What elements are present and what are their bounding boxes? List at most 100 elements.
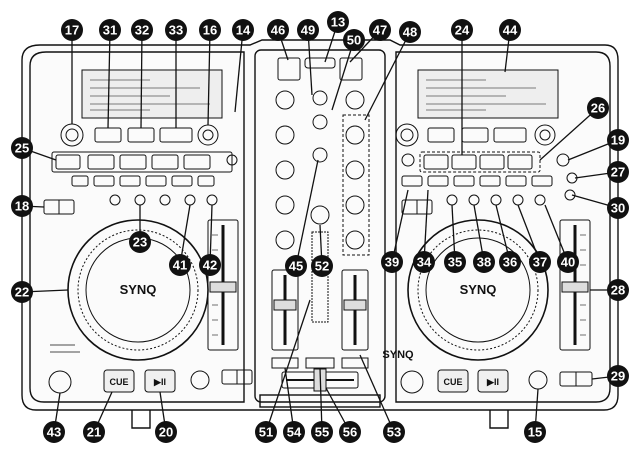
callout-circle [587,97,609,119]
callout-47: 47 [369,19,391,41]
callout-circle [499,251,521,273]
right-lcd-display [417,69,559,119]
right-reloop-button[interactable] [493,127,527,143]
callout-17: 17 [61,19,83,41]
callout-number: 33 [169,23,183,38]
mixer-switch-left[interactable] [277,57,301,81]
callout-number: 40 [561,255,575,270]
callout-number: 27 [611,165,625,180]
mixer-switch-right[interactable] [339,57,363,81]
callout-leader-line-32 [140,29,143,129]
mixer-center-button-1[interactable] [312,147,328,163]
callout-34: 34 [413,251,435,273]
callout-number: 44 [503,23,518,38]
callout-number: 42 [203,258,217,273]
callout-number: 28 [611,283,625,298]
callout-circle [473,251,495,273]
callout-22: 22 [11,281,33,303]
channel-1-fader[interactable] [273,299,297,311]
left-pitch-fader[interactable] [209,281,237,293]
callout-circle [199,19,221,41]
callout-number: 47 [373,23,387,38]
callout-circle [339,421,361,443]
callout-leader-line-31 [107,29,111,129]
callout-number: 15 [528,425,542,440]
mixer-center-knob-2[interactable] [310,205,330,225]
callout-circle [283,421,305,443]
callout-32: 32 [131,19,153,41]
left-search-button-1[interactable] [55,154,81,170]
callout-number: 34 [417,255,432,270]
callout-number: 52 [315,259,329,274]
callout-circle [557,251,579,273]
left-cue-label: CUE [109,377,128,387]
callout-circle [11,137,33,159]
callout-circle [43,421,65,443]
callout-37: 37 [529,251,551,273]
callout-16: 16 [199,19,221,41]
left-search-button-3[interactable] [119,154,147,170]
right-jog-select-knob[interactable] [395,123,419,147]
right-cue-button[interactable] [437,369,469,393]
callout-circle [99,19,121,41]
callout-number: 37 [533,255,547,270]
channel-2-fader[interactable] [343,299,367,311]
callout-circle [369,19,391,41]
right-play-label: ▶II [486,377,499,387]
callout-circle [165,19,187,41]
right-jog-wheel[interactable] [407,219,549,361]
right-in-button[interactable] [427,127,455,143]
callout-leader-line-34 [423,189,429,263]
callout-45: 45 [285,255,307,277]
left-play-label: ▶II [153,377,166,387]
left-search-button-5[interactable] [183,154,211,170]
callout-number: 22 [15,285,29,300]
callout-33: 33 [165,19,187,41]
callout-number: 20 [159,425,173,440]
callout-circle [169,254,191,276]
left-small-knob[interactable] [226,154,238,166]
right-deck-logo: SYNQ [460,282,497,297]
right-pitch-fader-track [559,219,591,351]
callout-circle [327,11,349,33]
callout-number: 35 [448,255,462,270]
callout-48: 48 [399,21,421,43]
callout-number: 31 [103,23,117,38]
callout-43: 43 [43,421,65,443]
right-deck [395,69,593,394]
left-search-button-4[interactable] [151,154,179,170]
right-tap-button[interactable] [400,370,424,394]
right-play-button[interactable] [477,369,509,393]
callout-number: 17 [65,23,79,38]
callout-52: 52 [311,255,333,277]
callout-number: 16 [203,23,217,38]
callout-14: 14 [232,19,254,41]
callout-40: 40 [557,251,579,273]
callout-leader-line-14 [234,29,244,113]
right-pitch-fader[interactable] [561,281,589,293]
callout-50: 50 [343,29,365,51]
left-lcd-display [81,69,223,119]
right-pitch-knob[interactable] [534,124,556,146]
callout-number: 29 [611,369,625,384]
callout-42: 42 [199,254,221,276]
right-cue-label: CUE [443,377,462,387]
callout-circle [383,421,405,443]
callout-36: 36 [499,251,521,273]
callout-19: 19 [607,129,629,151]
callout-number: 26 [591,101,605,116]
callout-number: 54 [287,425,302,440]
left-deck-logo: SYNQ [120,282,157,297]
left-cue-button[interactable] [103,369,135,393]
callout-leader-line-51 [265,299,311,433]
callout-number: 30 [611,201,625,216]
callout-number: 21 [87,425,101,440]
callout-number: 23 [133,235,147,250]
callout-number: 49 [301,23,315,38]
callout-circle [607,129,629,151]
left-search-button-2[interactable] [87,154,115,170]
callout-number: 46 [271,23,285,38]
callout-circle [381,251,403,273]
callout-49: 49 [297,19,319,41]
